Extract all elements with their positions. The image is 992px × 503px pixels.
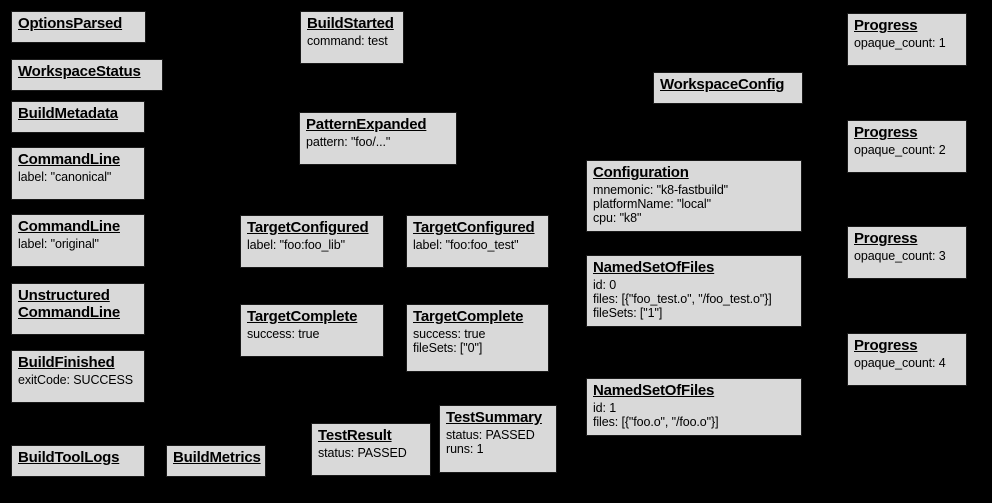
node-field: label: "foo:foo_lib" [247,237,345,252]
node-title: WorkspaceConfig [660,76,785,93]
node-title: CommandLine [18,218,120,235]
node-title: TestResult [318,427,392,444]
node-field: cpu: "k8" [593,210,642,225]
node-title: TargetComplete [247,308,358,325]
node-title: Progress [854,17,918,34]
node-field: opaque_count: 2 [854,142,946,157]
node-title: BuildToolLogs [18,449,120,466]
node-field: label: "original" [18,236,99,251]
node-field: pattern: "foo/..." [306,134,391,149]
node-title: TargetConfigured [247,219,369,236]
node-field: opaque_count: 3 [854,248,946,263]
node-field: exitCode: SUCCESS [18,372,134,387]
node-field: label: "canonical" [18,169,112,184]
node-build-tool-logs[interactable]: BuildToolLogs [11,445,145,477]
node-field: command: test [307,33,388,48]
node-workspace-status[interactable]: WorkspaceStatus [11,59,163,91]
node-field: opaque_count: 4 [854,355,946,370]
node-title: TargetComplete [413,308,524,325]
node-title: BuildStarted [307,15,394,32]
node-title: WorkspaceStatus [18,63,141,80]
node-field: fileSets: ["0"] [413,340,483,355]
node-field: mnemonic: "k8-fastbuild" [593,182,729,197]
node-title: CommandLine [18,151,120,168]
node-title: Configuration [593,164,689,181]
node-field: id: 1 [593,400,617,415]
node-field: files: [{"foo_test.o", "/foo_test.o"}] [593,291,772,306]
node-title: Progress [854,230,918,247]
node-field: files: [{"foo.o", "/foo.o"}] [593,414,719,429]
node-workspace-config[interactable]: WorkspaceConfig [653,72,803,104]
node-field: platformName: "local" [593,196,711,211]
node-title: Progress [854,337,918,354]
node-field: label: "foo:foo_test" [413,237,519,252]
node-field: status: PASSED [318,445,407,460]
node-title: TestSummary [446,409,542,426]
node-title: TargetConfigured [413,219,535,236]
node-field: fileSets: ["1"] [593,305,663,320]
node-field: opaque_count: 1 [854,35,946,50]
node-field: id: 0 [593,277,617,292]
node-field: success: true [247,326,320,341]
node-options-parsed[interactable]: OptionsParsed [11,11,146,43]
node-title: OptionsParsed [18,15,123,32]
node-build-metrics[interactable]: BuildMetrics [166,445,266,477]
node-unstructured-command-line[interactable]: Unstructured CommandLine [11,283,145,335]
node-title: BuildFinished [18,354,115,371]
node-field: success: true [413,326,486,341]
node-title: BuildMetrics [173,449,261,466]
node-title: NamedSetOfFiles [593,382,715,399]
node-title: BuildMetadata [18,105,118,122]
node-field: status: PASSED [446,427,535,442]
node-title: NamedSetOfFiles [593,259,715,276]
node-title: Unstructured CommandLine [18,287,120,321]
node-build-metadata[interactable]: BuildMetadata [11,101,145,133]
node-title: Progress [854,124,918,141]
node-field: runs: 1 [446,441,484,456]
node-title: PatternExpanded [306,116,427,133]
